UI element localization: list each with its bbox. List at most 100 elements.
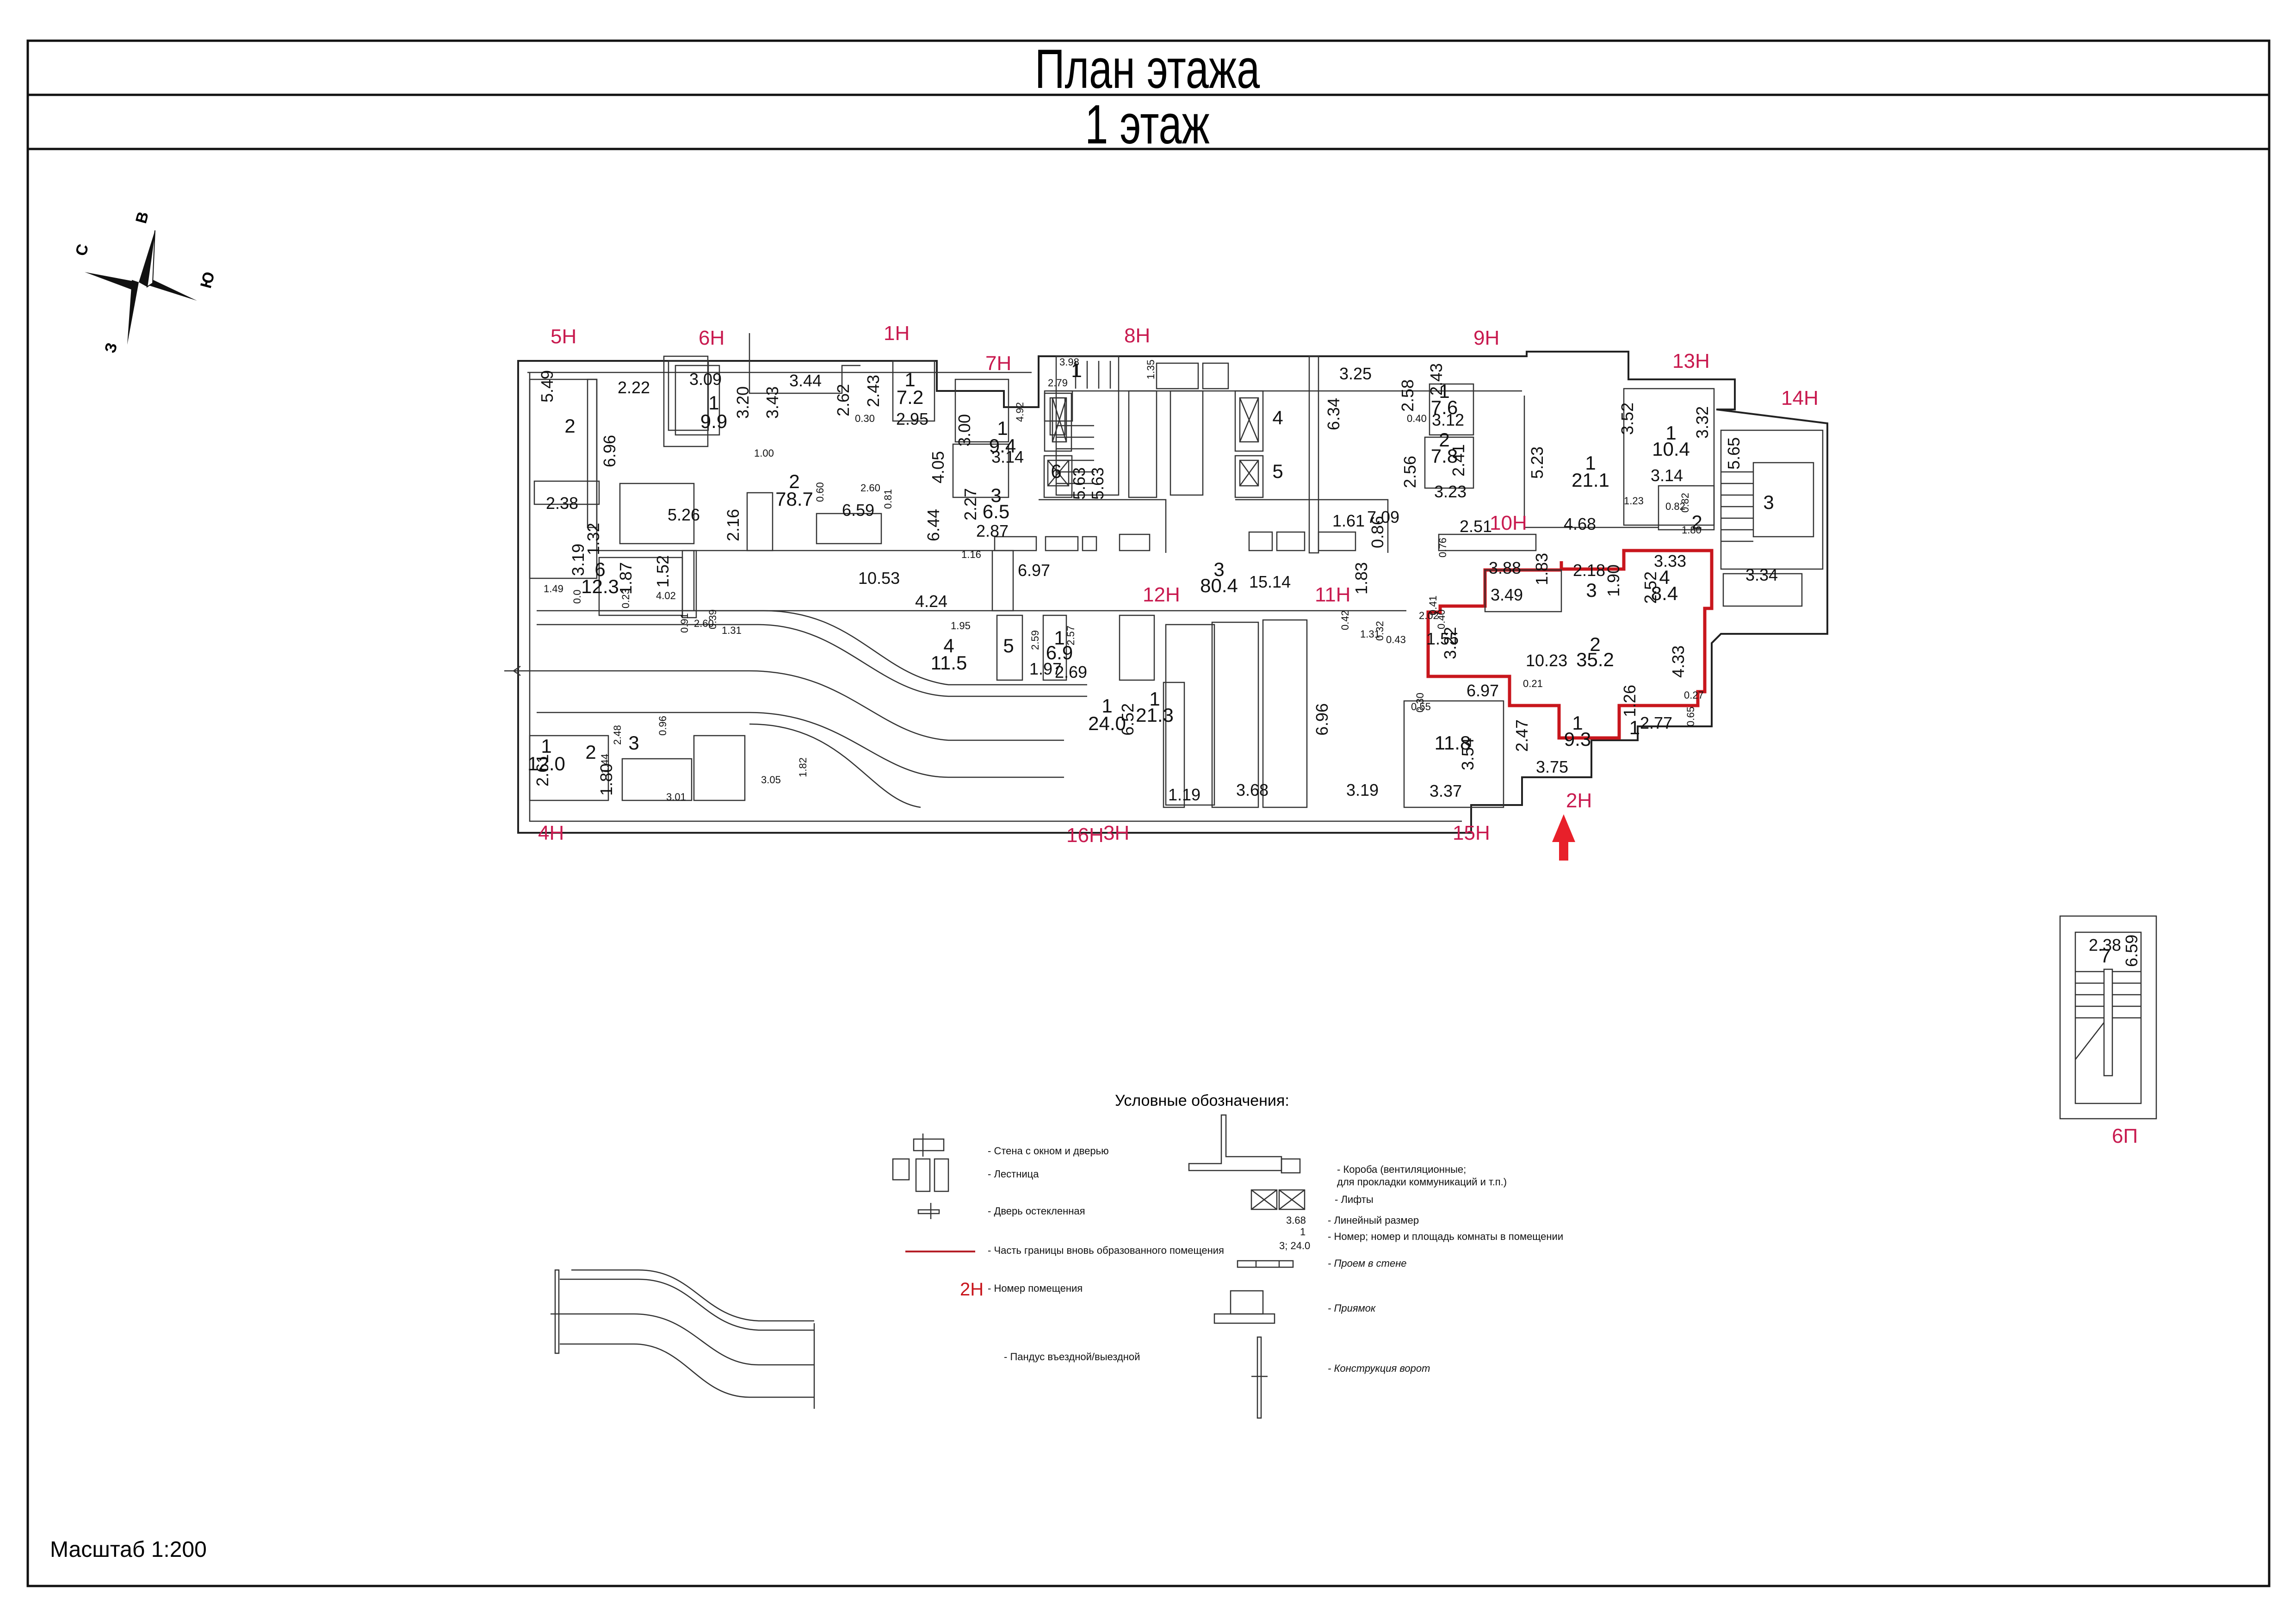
duct bbox=[1318, 531, 1356, 551]
premise-labels: 5Н 6Н 1Н 7Н 8Н 9Н 13Н 14Н 12Н 11Н 10Н 4Н… bbox=[538, 322, 2138, 1147]
room-number: 1 bbox=[1054, 627, 1064, 649]
compass-north: С bbox=[72, 242, 92, 258]
dimension: 2.62 bbox=[834, 384, 853, 416]
stair-icon bbox=[1721, 462, 1814, 542]
premise-label: 9Н bbox=[1473, 327, 1499, 349]
room-area: 21.1 bbox=[1572, 469, 1609, 491]
dimension: 3.75 bbox=[1536, 757, 1568, 776]
inner-wall bbox=[1523, 396, 1659, 528]
dimension: 1.31 bbox=[1360, 628, 1380, 640]
dimension: 0.41 bbox=[1427, 595, 1439, 615]
dimension: 0.76 bbox=[1437, 538, 1448, 558]
room-area: 78.7 bbox=[775, 488, 813, 510]
dimension: 2.18 bbox=[1573, 561, 1605, 580]
dimension: 5.63 bbox=[1088, 467, 1107, 500]
dimension-labels: 5.49 2.22 3.09 3.20 3.44 3.43 2.62 2.43 … bbox=[533, 363, 2141, 967]
duct bbox=[1119, 533, 1151, 551]
dimension: 1.83 bbox=[1532, 553, 1551, 585]
dimension: 0.21 bbox=[1523, 678, 1543, 689]
dimension: 0.42 bbox=[1339, 610, 1351, 630]
room-outline bbox=[675, 365, 720, 436]
dimension: 4.02 bbox=[656, 590, 676, 601]
room-outline bbox=[1165, 624, 1215, 806]
room-outline bbox=[1403, 700, 1504, 808]
dimension: 1.35 bbox=[1145, 359, 1157, 379]
room-area: 11.8 bbox=[1435, 732, 1471, 754]
room-number: 1 bbox=[541, 735, 551, 757]
room-outline bbox=[598, 557, 683, 616]
dimension: 2.77 bbox=[1640, 713, 1672, 732]
room-outline bbox=[1484, 569, 1562, 613]
dimension: 1.23 bbox=[1624, 495, 1644, 507]
legend-gate-icon bbox=[1251, 1336, 1268, 1419]
room-number: 1 bbox=[1149, 688, 1160, 710]
dimension: 0.82 bbox=[1665, 501, 1685, 512]
legend-item: - Лестница bbox=[988, 1168, 1039, 1180]
room-outline bbox=[587, 378, 598, 528]
room-number: 4 bbox=[1659, 566, 1670, 588]
dimension: 4.33 bbox=[1669, 645, 1688, 678]
room-area: 11.5 bbox=[931, 652, 967, 674]
dimension: 0.30 bbox=[1414, 693, 1426, 712]
legend-item: для прокладки коммуникаций и т.п.) bbox=[1337, 1176, 1507, 1188]
premise-label: 6П bbox=[2112, 1125, 2138, 1147]
dimension: 2.41 bbox=[1449, 444, 1468, 477]
room-number: 7 bbox=[2100, 945, 2110, 966]
dimension: 3.43 bbox=[763, 386, 782, 419]
legend-item: - Стена с окном и дверью bbox=[988, 1145, 1109, 1157]
legend: Условные обозначения: - Стена с окном и … bbox=[551, 1092, 1563, 1419]
lift-shaft-4 bbox=[1234, 390, 1264, 452]
dimension: 3.12 bbox=[1432, 410, 1464, 429]
small-dimension-labels: 0.30 1.00 0.60 2.60 0.81 1.16 1.49 0.0 0… bbox=[544, 356, 1704, 803]
room-outline bbox=[1722, 573, 1803, 607]
room-number: 2 bbox=[1439, 429, 1449, 451]
room-outline bbox=[1438, 533, 1537, 551]
legend-item: - Пандус въездной/выездной bbox=[1004, 1351, 1140, 1363]
room-number: 5 bbox=[1003, 635, 1014, 657]
dimension: 3.52 bbox=[1618, 403, 1637, 435]
room-number: 1 bbox=[1102, 695, 1112, 717]
room-outline bbox=[1424, 436, 1474, 489]
dimension: 3.19 bbox=[1346, 781, 1379, 799]
dimension: 3.49 bbox=[1491, 585, 1523, 604]
scale-label: Масштаб 1:200 bbox=[50, 1537, 207, 1562]
room-outline bbox=[533, 480, 600, 505]
room-number: 1 bbox=[1439, 380, 1449, 402]
inner-wall bbox=[749, 333, 860, 394]
dimension: 0.43 bbox=[1386, 634, 1406, 645]
dimension: 4.24 bbox=[915, 592, 947, 611]
dimension: 0.65 bbox=[1685, 706, 1696, 726]
premise-label: 5Н bbox=[551, 325, 576, 348]
lift-icon bbox=[1044, 392, 1072, 452]
lift-icon bbox=[1239, 459, 1259, 487]
dimension: 5.49 bbox=[538, 370, 557, 403]
dimension: 3.32 bbox=[1693, 406, 1712, 439]
room-number: 6 bbox=[1051, 460, 1061, 482]
room-outline bbox=[1156, 362, 1199, 390]
dimension: 3.68 bbox=[1236, 781, 1269, 799]
room-outline bbox=[1262, 619, 1308, 808]
dimension: 0.60 bbox=[814, 482, 826, 502]
ramp-wall bbox=[749, 723, 921, 808]
premise-label: 13Н bbox=[1672, 350, 1710, 372]
dimension: 2.56 bbox=[1400, 456, 1419, 488]
premise-label: 7Н bbox=[985, 352, 1011, 375]
room-number: 1 bbox=[708, 392, 719, 414]
room-outline bbox=[619, 483, 695, 545]
room-outline bbox=[954, 378, 1009, 443]
dimension: 4.05 bbox=[928, 451, 947, 483]
room-area: 24.0 bbox=[1088, 712, 1126, 734]
dimension: 1.16 bbox=[961, 549, 981, 560]
dimension: 2.58 bbox=[1398, 379, 1417, 412]
room-number: 3 bbox=[1213, 558, 1224, 580]
room-number: 2 bbox=[789, 471, 799, 492]
legend-roomno-top: 1 bbox=[1300, 1226, 1306, 1238]
inner-wall bbox=[991, 551, 1406, 612]
legend-ramp-icon bbox=[551, 1269, 815, 1409]
dimension: 1.00 bbox=[754, 447, 774, 459]
room-outline bbox=[1202, 362, 1229, 390]
room-area: 6.5 bbox=[983, 501, 1009, 522]
dimension: 2.47 bbox=[1512, 719, 1531, 752]
dimension: 6.59 bbox=[842, 501, 874, 520]
